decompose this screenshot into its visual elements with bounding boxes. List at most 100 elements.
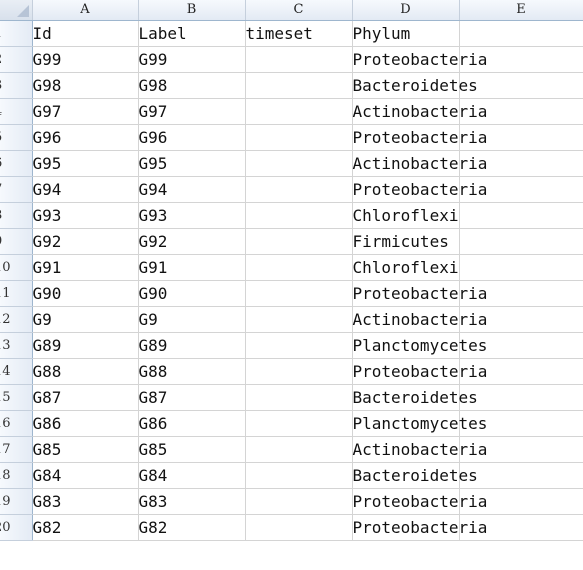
cell-d10[interactable]: Chloroflexi: [352, 254, 460, 281]
row-header[interactable]: 15: [0, 384, 33, 411]
cell-d12[interactable]: Actinobacteria: [352, 306, 487, 333]
cell-b6[interactable]: G95: [138, 150, 246, 177]
cell-c12[interactable]: [245, 306, 353, 333]
cell-a4[interactable]: G97: [32, 98, 139, 125]
cell-b9[interactable]: G92: [138, 228, 246, 255]
cell-c3[interactable]: [245, 72, 353, 99]
cell-d5[interactable]: Proteobacteria: [352, 124, 487, 151]
row-header[interactable]: 16: [0, 410, 33, 437]
cell-a9[interactable]: G92: [32, 228, 139, 255]
row-header[interactable]: 5: [0, 124, 33, 151]
cell-e17[interactable]: [459, 436, 583, 463]
cell-e9[interactable]: [459, 228, 583, 255]
row-header[interactable]: 2: [0, 46, 33, 73]
row-header[interactable]: 10: [0, 254, 33, 281]
cell-c2[interactable]: [245, 46, 353, 73]
row-header[interactable]: 17: [0, 436, 33, 463]
cell-b16[interactable]: G86: [138, 410, 246, 437]
row-header[interactable]: 4: [0, 98, 33, 125]
cell-b5[interactable]: G96: [138, 124, 246, 151]
cell-e12[interactable]: [459, 306, 583, 333]
cell-d1[interactable]: Phylum: [352, 20, 460, 47]
cell-c9[interactable]: [245, 228, 353, 255]
row-header[interactable]: 14: [0, 358, 33, 385]
cell-c13[interactable]: [245, 332, 353, 359]
column-header-c[interactable]: C: [245, 0, 353, 21]
cell-e1[interactable]: [459, 20, 583, 47]
row-header[interactable]: 7: [0, 176, 33, 203]
row-header[interactable]: 13: [0, 332, 33, 359]
cell-a12[interactable]: G9: [32, 306, 139, 333]
column-header-a[interactable]: A: [32, 0, 139, 21]
cell-a7[interactable]: G94: [32, 176, 139, 203]
cell-c20[interactable]: [245, 514, 353, 541]
row-header[interactable]: 12: [0, 306, 33, 333]
cell-c8[interactable]: [245, 202, 353, 229]
cell-d9[interactable]: Firmicutes: [352, 228, 460, 255]
cell-d15[interactable]: Bacteroidetes: [352, 384, 478, 411]
cell-c18[interactable]: [245, 462, 353, 489]
cell-a10[interactable]: G91: [32, 254, 139, 281]
row-header[interactable]: 20: [0, 514, 33, 541]
cell-c11[interactable]: [245, 280, 353, 307]
row-header[interactable]: 9: [0, 228, 33, 255]
cell-e8[interactable]: [459, 202, 583, 229]
cell-d6[interactable]: Actinobacteria: [352, 150, 487, 177]
cell-a15[interactable]: G87: [32, 384, 139, 411]
row-header[interactable]: 3: [0, 72, 33, 99]
cell-a16[interactable]: G86: [32, 410, 139, 437]
cell-d18[interactable]: Bacteroidetes: [352, 462, 478, 489]
cell-d17[interactable]: Actinobacteria: [352, 436, 487, 463]
cell-a5[interactable]: G96: [32, 124, 139, 151]
row-header[interactable]: 1: [0, 20, 33, 47]
cell-d2[interactable]: Proteobacteria: [352, 46, 487, 73]
cell-d3[interactable]: Bacteroidetes: [352, 72, 478, 99]
cell-c19[interactable]: [245, 488, 353, 515]
row-header[interactable]: 11: [0, 280, 33, 307]
cell-e3[interactable]: [459, 72, 583, 99]
cell-c10[interactable]: [245, 254, 353, 281]
cell-a6[interactable]: G95: [32, 150, 139, 177]
row-header[interactable]: 18: [0, 462, 33, 489]
cell-b8[interactable]: G93: [138, 202, 246, 229]
cell-d13[interactable]: Planctomycetes: [352, 332, 487, 359]
cell-b12[interactable]: G9: [138, 306, 246, 333]
cell-e11[interactable]: [459, 280, 583, 307]
cell-d7[interactable]: Proteobacteria: [352, 176, 487, 203]
cell-b19[interactable]: G83: [138, 488, 246, 515]
cell-c7[interactable]: [245, 176, 353, 203]
cell-a19[interactable]: G83: [32, 488, 139, 515]
cell-e7[interactable]: [459, 176, 583, 203]
cell-b15[interactable]: G87: [138, 384, 246, 411]
cell-e20[interactable]: [459, 514, 583, 541]
cell-e2[interactable]: [459, 46, 583, 73]
cell-a3[interactable]: G98: [32, 72, 139, 99]
cell-c4[interactable]: [245, 98, 353, 125]
cell-d19[interactable]: Proteobacteria: [352, 488, 487, 515]
column-header-b[interactable]: B: [138, 0, 246, 21]
cell-b7[interactable]: G94: [138, 176, 246, 203]
cell-e4[interactable]: [459, 98, 583, 125]
cell-b17[interactable]: G85: [138, 436, 246, 463]
cell-a14[interactable]: G88: [32, 358, 139, 385]
cell-c1[interactable]: timeset: [245, 20, 353, 47]
cell-c6[interactable]: [245, 150, 353, 177]
cell-b4[interactable]: G97: [138, 98, 246, 125]
cell-e15[interactable]: [459, 384, 583, 411]
cell-a20[interactable]: G82: [32, 514, 139, 541]
cell-a13[interactable]: G89: [32, 332, 139, 359]
column-header-d[interactable]: D: [352, 0, 460, 21]
row-header[interactable]: 6: [0, 150, 33, 177]
cell-e18[interactable]: [459, 462, 583, 489]
cell-d4[interactable]: Actinobacteria: [352, 98, 487, 125]
cell-e10[interactable]: [459, 254, 583, 281]
cell-c17[interactable]: [245, 436, 353, 463]
cell-d11[interactable]: Proteobacteria: [352, 280, 487, 307]
row-header[interactable]: 8: [0, 202, 33, 229]
cell-d20[interactable]: Proteobacteria: [352, 514, 487, 541]
cell-c15[interactable]: [245, 384, 353, 411]
column-header-e[interactable]: E: [459, 0, 583, 21]
cell-d8[interactable]: Chloroflexi: [352, 202, 460, 229]
cell-b18[interactable]: G84: [138, 462, 246, 489]
cell-b11[interactable]: G90: [138, 280, 246, 307]
